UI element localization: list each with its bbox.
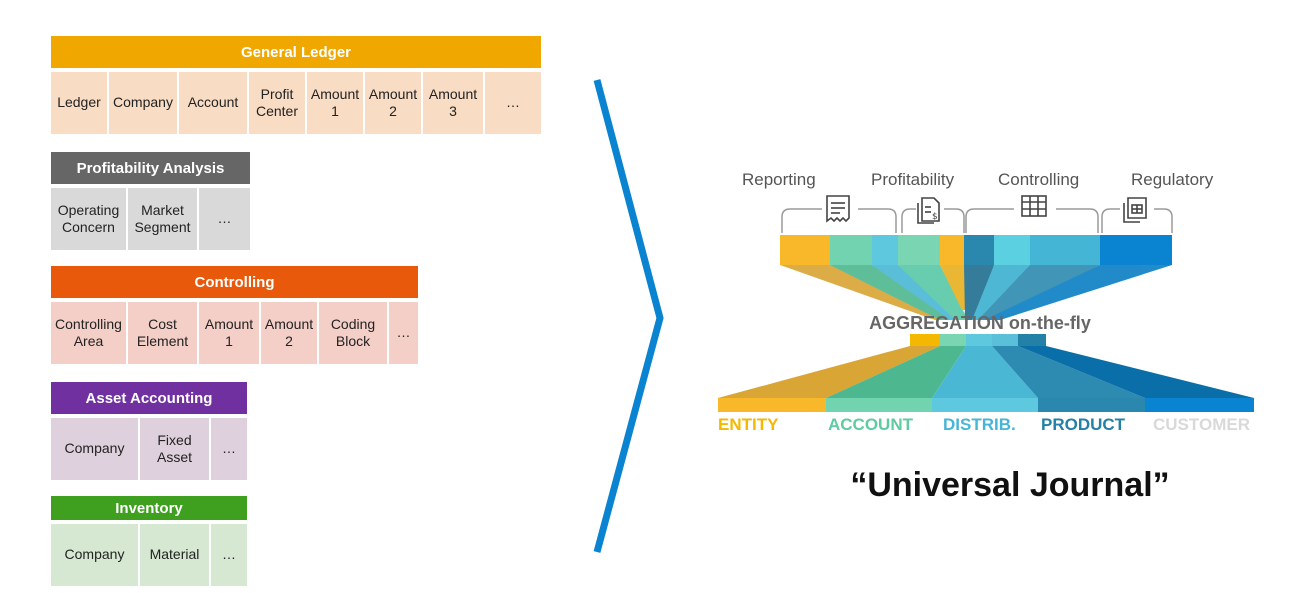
document-dollar-icon: $ — [917, 197, 940, 224]
dimension-account: ACCOUNT — [828, 415, 913, 434]
table-cell: Cost Element — [128, 302, 199, 364]
table-cell: … — [485, 72, 541, 134]
table-cell: Amount 3 — [423, 72, 485, 134]
dimension-distrib: DISTRIB. — [943, 415, 1016, 434]
bottom-bar — [718, 398, 1254, 412]
category-profitability: Profitability — [871, 170, 955, 189]
copy-document-icon — [1123, 197, 1147, 223]
table-header: Inventory — [51, 496, 247, 520]
aggregation-label: AGGREGATION on-the-fly — [869, 313, 1091, 333]
receipt-icon — [826, 195, 850, 223]
table-cell: … — [211, 418, 247, 480]
table-cell: Ledger — [51, 72, 109, 134]
table-cell: Account — [179, 72, 249, 134]
table-cell: Market Segment — [128, 188, 199, 250]
category-brackets — [781, 208, 1173, 233]
category-regulatory: Regulatory — [1131, 170, 1214, 189]
svg-text:$: $ — [932, 212, 938, 222]
top-bar — [780, 235, 1172, 265]
dimension-product: PRODUCT — [1041, 415, 1126, 434]
table-cell: Amount 1 — [199, 302, 261, 364]
table-cell: Operating Concern — [51, 188, 128, 250]
table-cell: Amount 2 — [261, 302, 319, 364]
category-controlling: Controlling — [998, 170, 1080, 189]
table-cell: … — [389, 302, 418, 364]
table-header: General Ledger — [51, 36, 541, 68]
table-cell: Company — [51, 418, 140, 480]
table-header: Controlling — [51, 266, 418, 298]
lower-fan — [718, 346, 1254, 398]
upper-fan — [780, 265, 1172, 320]
table-header: Profitability Analysis — [51, 152, 250, 184]
table-cell: Profit Center — [249, 72, 307, 134]
table-cell: Company — [109, 72, 179, 134]
table-cell: Material — [140, 524, 211, 586]
table-cell: Coding Block — [319, 302, 389, 364]
table-header: Asset Accounting — [51, 382, 247, 414]
table-cell: Controlling Area — [51, 302, 128, 364]
universal-journal-title: “Universal Journal” — [850, 466, 1170, 504]
table-cell: … — [199, 188, 250, 250]
chevron-arrow — [593, 79, 664, 553]
middle-bar — [910, 334, 1046, 346]
table-cell: Fixed Asset — [140, 418, 211, 480]
table-cell: Amount 2 — [365, 72, 423, 134]
dimension-customer: CUSTOMER — [1153, 415, 1250, 434]
table-cell: Company — [51, 524, 140, 586]
spreadsheet-icon — [1021, 195, 1047, 217]
table-cell: … — [211, 524, 247, 586]
category-reporting: Reporting — [742, 170, 816, 189]
table-cell: Amount 1 — [307, 72, 365, 134]
dimension-entity: ENTITY — [718, 415, 779, 434]
